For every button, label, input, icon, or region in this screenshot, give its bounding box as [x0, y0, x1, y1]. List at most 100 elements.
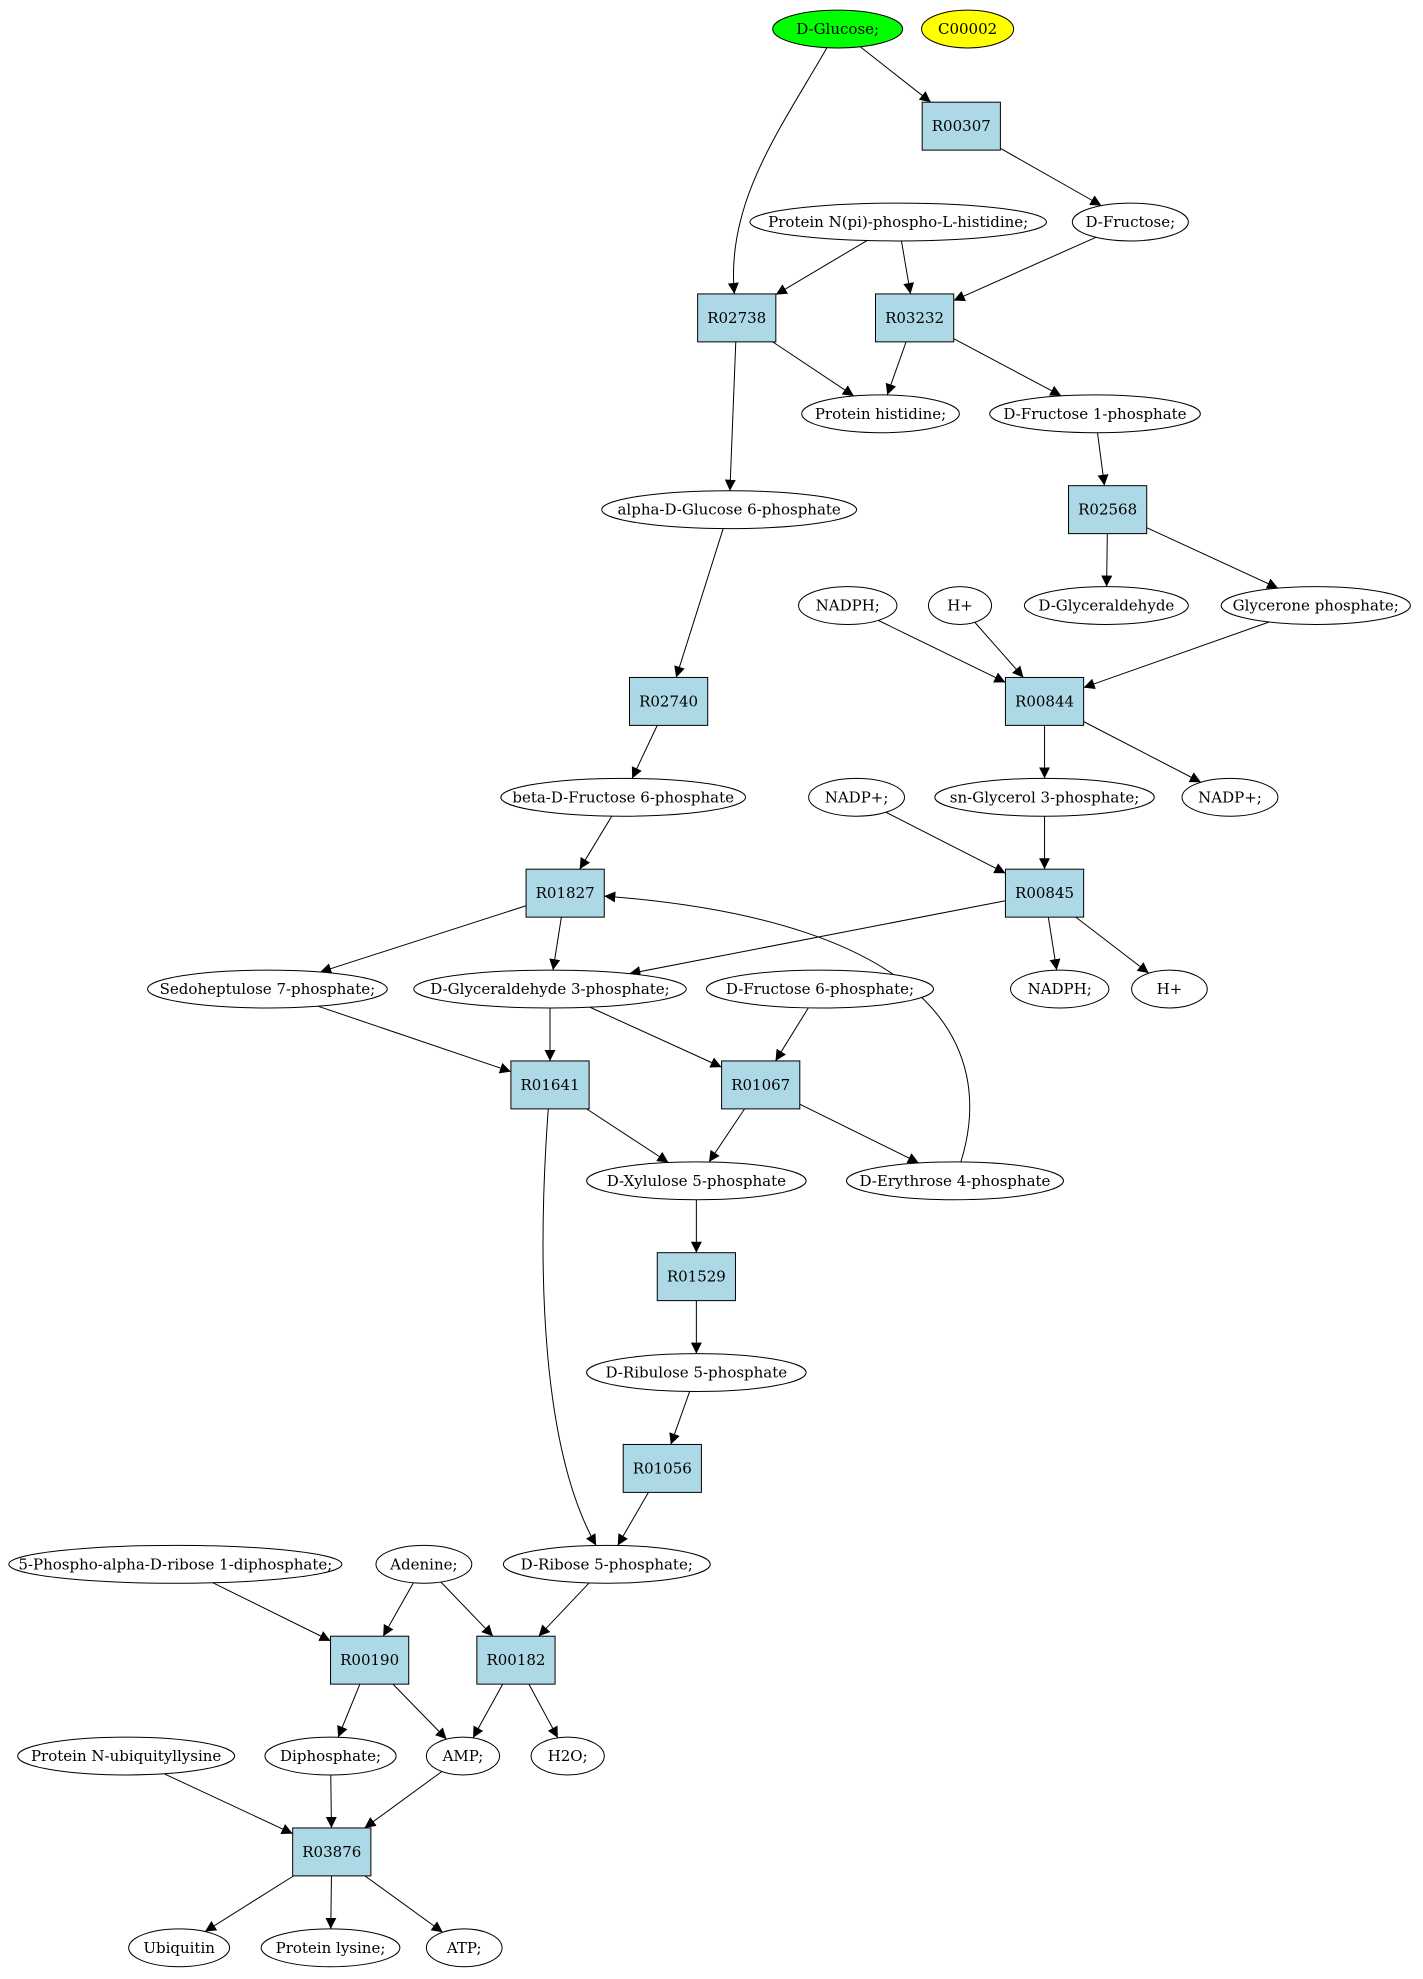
compound-node-atp[interactable]: ATP;: [425, 1928, 503, 1968]
compound-node-nadph1[interactable]: NADPH;: [798, 586, 898, 625]
reaction-box: [921, 101, 1001, 151]
node-label: 5-Phospho-alpha-D-ribose 1-diphosphate;: [18, 1555, 332, 1573]
compound-node-h2[interactable]: H+: [1131, 969, 1208, 1009]
node-label: R01056: [633, 1459, 692, 1477]
edge-fructose-to-R03232: [953, 236, 1097, 302]
edge-R03232-to-protein_his: [885, 341, 907, 396]
node-label: D-Fructose;: [1085, 213, 1175, 231]
edge-nadp1-to-R00845: [885, 811, 1006, 874]
edge-nadph1-to-R00844: [878, 619, 1006, 683]
compound-node-prot_lys[interactable]: Protein lysine;: [260, 1928, 401, 1968]
reaction-node-R01529[interactable]: R01529: [656, 1252, 736, 1302]
node-label: R02738: [707, 309, 766, 327]
compound-node-protein_his[interactable]: Protein histidine;: [801, 394, 960, 434]
edge-ag6p-to-R02740: [674, 528, 724, 678]
reaction-node-R01641[interactable]: R01641: [510, 1060, 590, 1110]
edge-R02740-to-bf6p: [631, 725, 658, 779]
compound-node-amp[interactable]: AMP;: [425, 1736, 501, 1776]
compound-node-nadp1[interactable]: NADP+;: [808, 777, 906, 817]
node-label: Ubiquitin: [143, 1939, 215, 1957]
compound-node-glucose[interactable]: D-Glucose;: [772, 9, 904, 49]
reaction-node-R02568[interactable]: R02568: [1068, 485, 1148, 535]
reaction-node-R01067[interactable]: R01067: [721, 1060, 801, 1110]
reaction-box: [476, 1635, 556, 1685]
compound-node-prpp[interactable]: 5-Phospho-alpha-D-ribose 1-diphosphate;: [8, 1544, 343, 1584]
compound-node-sng3p[interactable]: sn-Glycerol 3-phosphate;: [934, 777, 1155, 817]
reaction-box: [292, 1827, 372, 1877]
reaction-box: [510, 1060, 590, 1110]
compound-node-xu5p[interactable]: D-Xylulose 5-phosphate: [586, 1161, 807, 1201]
compound-node-nadph2[interactable]: NADPH;: [1009, 969, 1110, 1009]
reaction-node-R00307[interactable]: R00307: [921, 101, 1001, 151]
compound-node-c00002[interactable]: C00002: [921, 9, 1015, 49]
edge-amp-to-R03876: [364, 1771, 443, 1829]
compound-node-ubiq_lys[interactable]: Protein N-ubiquityllysine: [17, 1736, 236, 1776]
edge-bf6p-to-R01827: [579, 815, 613, 870]
node-label: alpha-D-Glucose 6-phosphate: [617, 501, 840, 519]
compound-ellipse: [500, 777, 747, 817]
compound-node-adenine[interactable]: Adenine;: [375, 1544, 473, 1584]
reaction-box: [622, 1443, 702, 1493]
edge-R01067-to-e4p: [799, 1103, 920, 1164]
reaction-node-R02738[interactable]: R02738: [697, 293, 777, 343]
compound-node-r5p[interactable]: D-Ribose 5-phosphate;: [502, 1544, 711, 1584]
compound-node-fru1p[interactable]: D-Fructose 1-phosphate: [989, 394, 1201, 434]
reaction-node-R00844[interactable]: R00844: [1004, 676, 1085, 726]
compound-node-ubiquitin[interactable]: Ubiquitin: [128, 1928, 231, 1968]
reaction-node-R03876[interactable]: R03876: [292, 1827, 372, 1877]
edge-glucose-to-R00307: [859, 46, 932, 103]
compound-node-f6p[interactable]: D-Fructose 6-phosphate;: [705, 969, 935, 1009]
node-label: D-Ribulose 5-phosphate: [606, 1364, 788, 1382]
reaction-node-R03232[interactable]: R03232: [874, 293, 955, 343]
compound-ellipse: [260, 1928, 401, 1968]
node-label: R00844: [1015, 692, 1074, 710]
edge-R00190-to-amp: [392, 1683, 447, 1740]
compound-ellipse: [921, 9, 1015, 49]
compound-node-s7p[interactable]: Sedoheptulose 7-phosphate;: [147, 969, 388, 1009]
edge-glycerone-to-R00844: [1083, 621, 1270, 690]
reaction-node-R00845[interactable]: R00845: [1004, 868, 1085, 918]
reaction-node-R01827[interactable]: R01827: [525, 868, 605, 918]
reaction-node-R00190[interactable]: R00190: [330, 1635, 410, 1685]
reaction-node-R02740[interactable]: R02740: [629, 676, 709, 726]
compound-ellipse: [1131, 969, 1208, 1009]
reaction-node-R01056[interactable]: R01056: [622, 1443, 702, 1493]
compound-node-h1[interactable]: H+: [927, 586, 993, 625]
compound-node-ag6p[interactable]: alpha-D-Glucose 6-phosphate: [601, 490, 858, 530]
node-label: H2O;: [548, 1747, 588, 1765]
node-label: D-Glucose;: [796, 20, 879, 38]
node-label: H+: [1157, 980, 1183, 998]
node-label: R00190: [340, 1651, 399, 1669]
compound-node-h2o[interactable]: H2O;: [530, 1736, 605, 1776]
compound-node-nadp2[interactable]: NADP+;: [1181, 777, 1279, 817]
edge-R00307-to-fructose: [1000, 147, 1102, 207]
compound-node-ru5p[interactable]: D-Ribulose 5-phosphate: [586, 1353, 807, 1392]
node-label: ATP;: [446, 1939, 482, 1957]
node-label: NADPH;: [816, 597, 880, 615]
node-label: R00845: [1015, 884, 1074, 902]
edge-R02568-to-glyceraldehyde: [1101, 533, 1113, 587]
node-label: R01827: [536, 884, 595, 902]
compound-node-glycerone[interactable]: Glycerone phosphate;: [1220, 586, 1411, 625]
node-label: NADP+;: [825, 788, 889, 806]
node-label: D-Glyceraldehyde 3-phosphate;: [430, 980, 669, 998]
compound-node-protein_npi[interactable]: Protein N(pi)-phospho-L-histidine;: [749, 202, 1047, 242]
node-label: D-Xylulose 5-phosphate: [607, 1172, 786, 1190]
node-label: R03876: [302, 1843, 361, 1861]
reaction-box: [721, 1060, 801, 1110]
compound-node-diphosphate[interactable]: Diphosphate;: [264, 1736, 397, 1776]
compound-node-e4p[interactable]: D-Erythrose 4-phosphate: [845, 1161, 1064, 1201]
edge-R00182-to-h2o: [528, 1683, 559, 1739]
compound-node-bf6p[interactable]: beta-D-Fructose 6-phosphate: [500, 777, 747, 817]
compound-node-fructose[interactable]: D-Fructose;: [1071, 202, 1189, 242]
compound-node-ga3p[interactable]: D-Glyceraldehyde 3-phosphate;: [413, 969, 687, 1009]
compound-ellipse: [413, 969, 687, 1009]
compound-ellipse: [17, 1736, 236, 1776]
edge-R00844-to-nadp2: [1083, 721, 1202, 783]
node-label: R00182: [486, 1651, 545, 1669]
reaction-node-R00182[interactable]: R00182: [476, 1635, 556, 1685]
compound-node-glyceraldehyde[interactable]: D-Glyceraldehyde: [1023, 586, 1189, 625]
edge-R03876-to-atp: [364, 1875, 444, 1933]
edge-diphosphate-to-R03876: [325, 1774, 337, 1828]
